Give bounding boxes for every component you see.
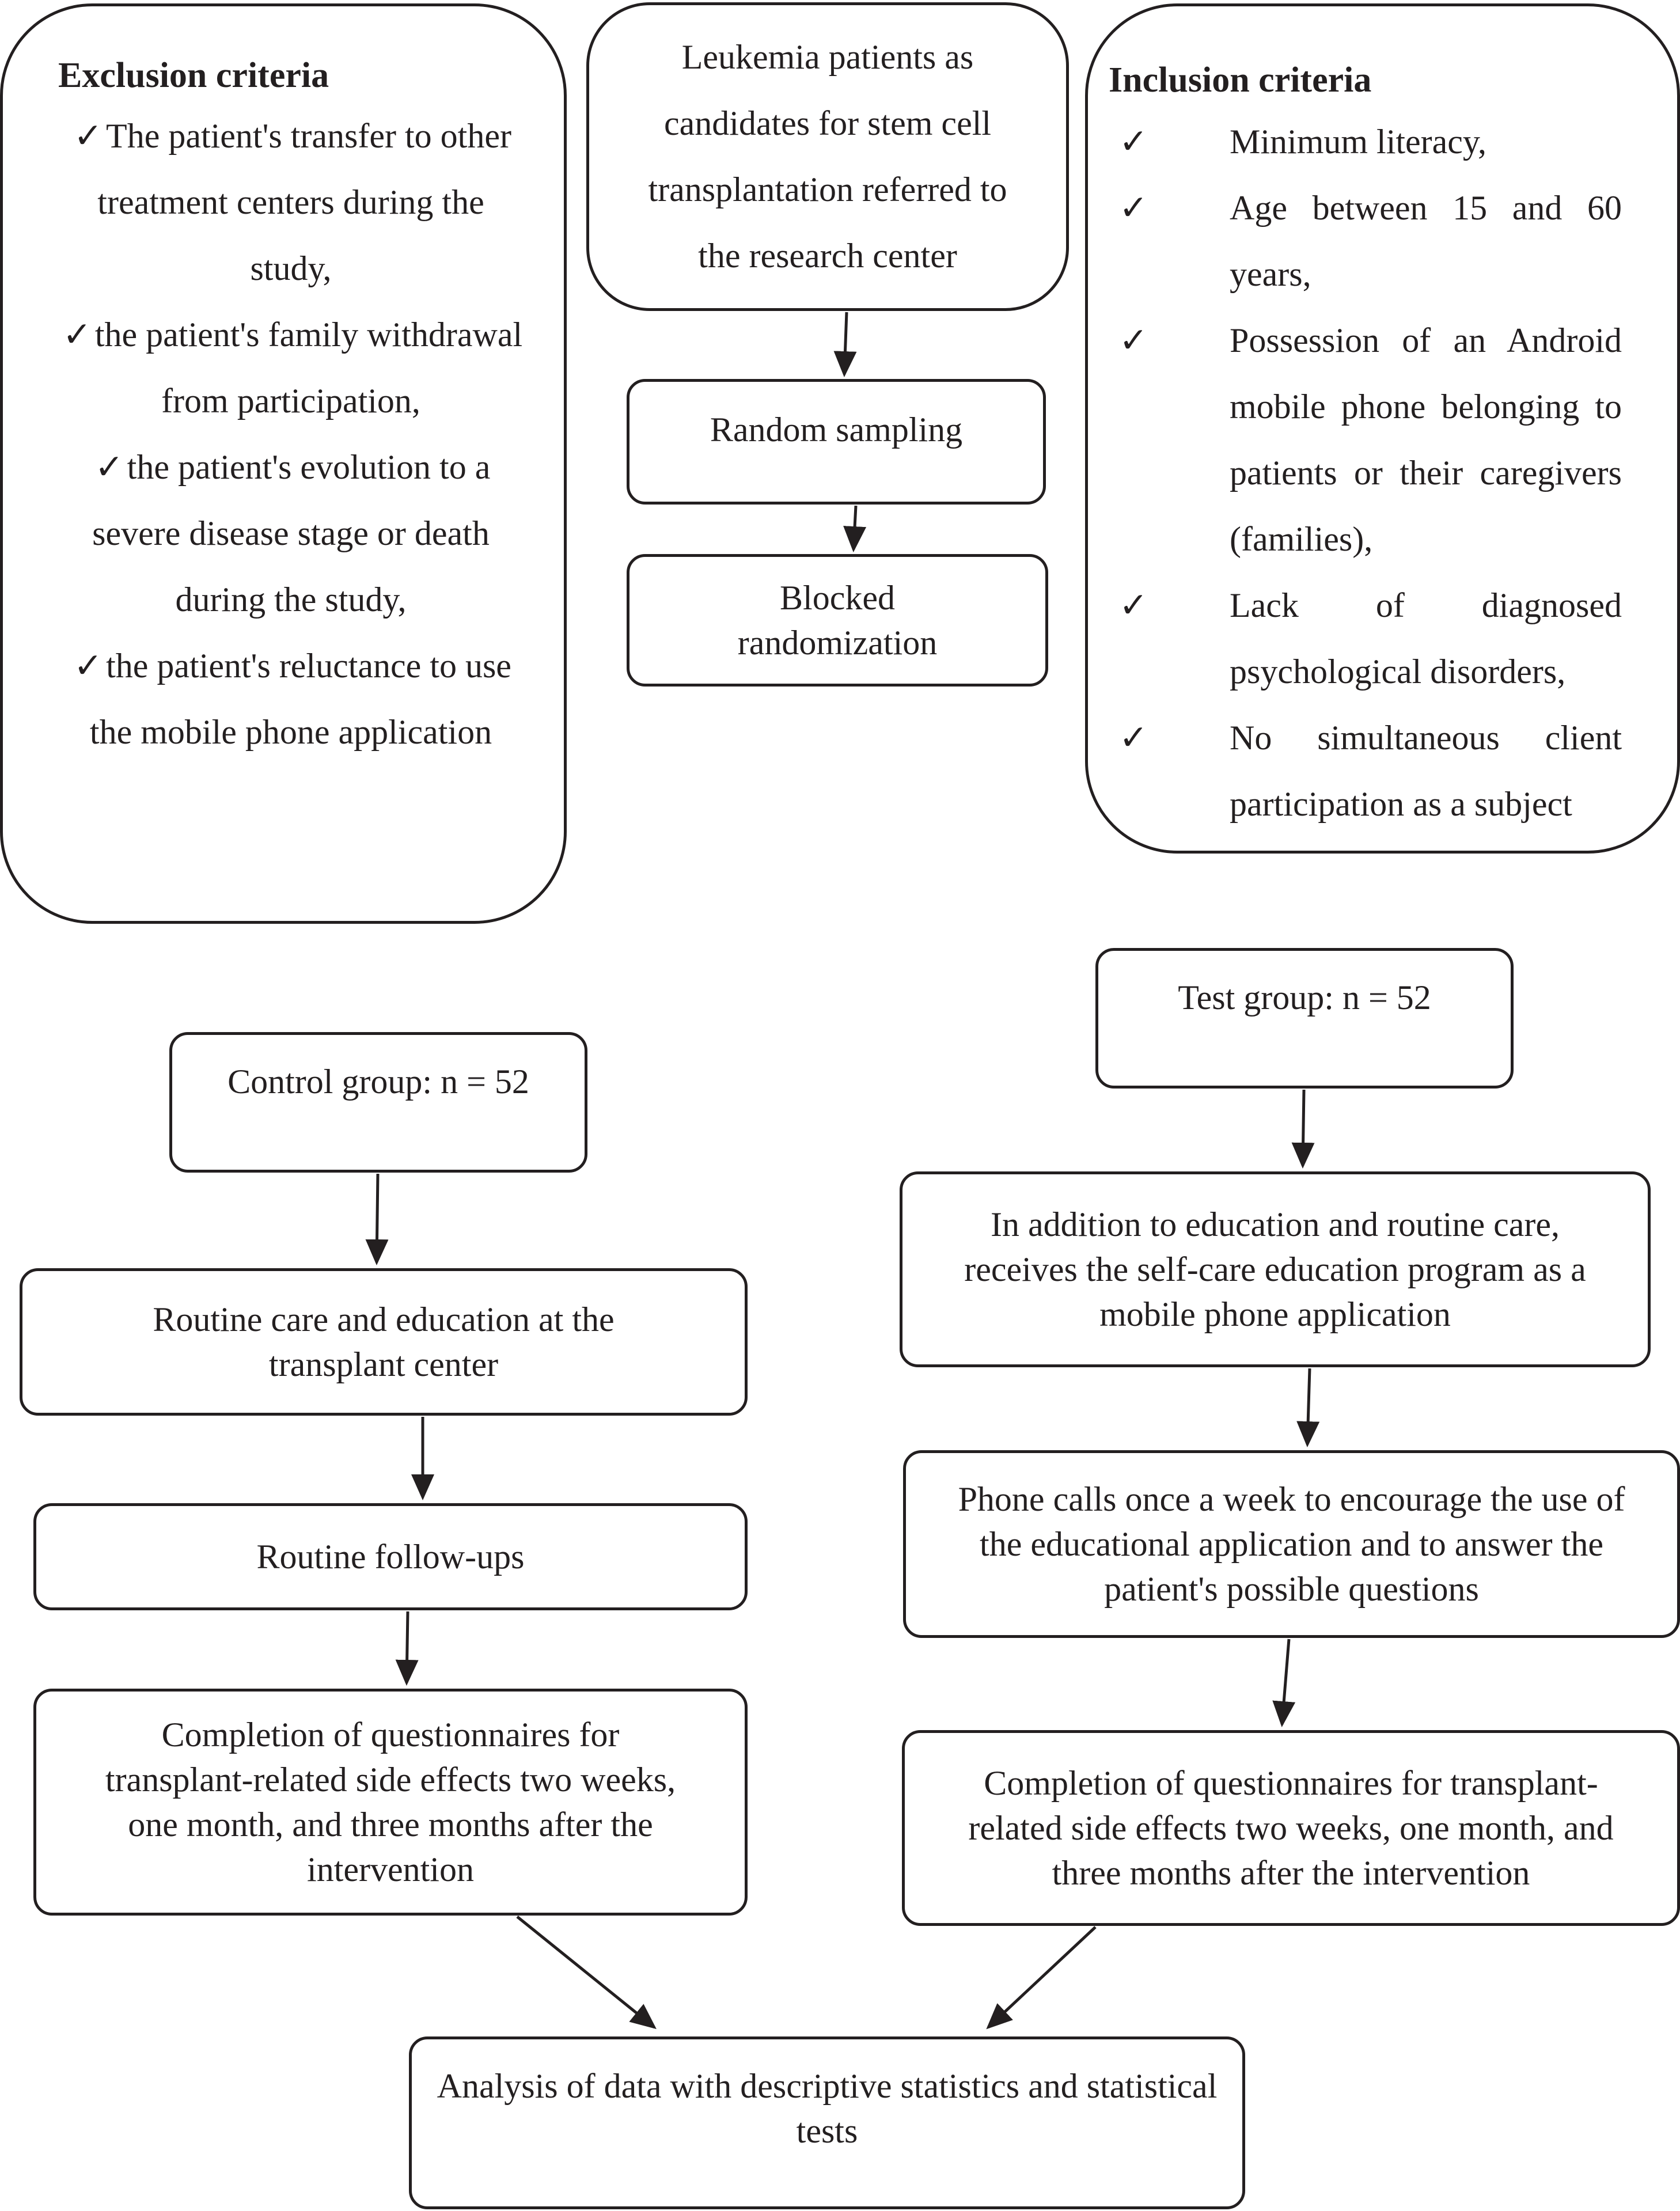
- check-mark-icon: ✓: [62, 316, 92, 354]
- test-education-text: In addition to education and routine car…: [964, 1205, 1586, 1333]
- arrow-test-group-to-education: [1291, 1089, 1315, 1169]
- test-phone-calls-text: Phone calls once a week to encourage the…: [958, 1480, 1625, 1608]
- control-questionnaires-box: Completion of questionnaires for transpl…: [33, 1689, 748, 1916]
- check-mark-icon: ✓: [1119, 321, 1148, 359]
- source-population-box: Leukemia patients as candidates for stem…: [586, 2, 1069, 311]
- check-mark-icon: ✓: [94, 448, 124, 486]
- exclusion-criteria-title: Exclusion criteria: [58, 56, 329, 95]
- analysis-box: Analysis of data with descriptive statis…: [409, 2036, 1245, 2209]
- exclusion-item: ✓the patient's evolution to a severe dis…: [58, 434, 524, 633]
- test-education-box: In addition to education and routine car…: [900, 1171, 1651, 1367]
- blocked-randomization-box: Blocked randomization: [627, 554, 1048, 687]
- control-questionnaires-text: Completion of questionnaires for transpl…: [105, 1716, 676, 1888]
- control-followups-text: Routine follow-ups: [256, 1538, 525, 1576]
- arrow-source-to-sampling: [833, 312, 857, 377]
- control-group-text: Control group: n = 52: [227, 1063, 529, 1101]
- random-sampling-box: Random sampling: [627, 379, 1046, 505]
- control-routine-care-box: Routine care and education at the transp…: [20, 1268, 748, 1416]
- inclusion-criteria-box: Inclusion criteria ✓Minimum literacy, ✓A…: [1085, 3, 1680, 854]
- arrow-followups-to-control-questionnaires: [395, 1611, 419, 1686]
- inclusion-item: ✓No simultaneous client participation as…: [1119, 705, 1622, 837]
- exclusion-item: ✓The patient's transfer to other treatme…: [58, 103, 524, 302]
- test-questionnaires-text: Completion of questionnaires for transpl…: [968, 1764, 1614, 1892]
- test-group-text: Test group: n = 52: [1178, 979, 1431, 1017]
- arrow-control-to-analysis: [516, 1916, 657, 2030]
- check-mark-icon: ✓: [1119, 586, 1148, 624]
- test-questionnaires-box: Completion of questionnaires for transpl…: [902, 1730, 1680, 1926]
- arrow-control-group-to-care: [365, 1173, 389, 1265]
- test-group-box: Test group: n = 52: [1095, 948, 1514, 1089]
- check-mark-icon: ✓: [73, 647, 103, 685]
- exclusion-item: ✓the patient's reluctance to use the mob…: [58, 633, 524, 765]
- check-mark-icon: ✓: [1119, 123, 1148, 161]
- check-mark-icon: ✓: [1119, 719, 1148, 757]
- inclusion-item: ✓Lack of diagnosed psychological disorde…: [1119, 572, 1622, 705]
- exclusion-criteria-box: Exclusion criteria ✓The patient's transf…: [0, 3, 567, 924]
- control-routine-care-text: Routine care and education at the transp…: [153, 1300, 615, 1383]
- analysis-text: Analysis of data with descriptive statis…: [437, 2067, 1218, 2150]
- exclusion-item: ✓the patient's family withdrawal from pa…: [58, 302, 524, 434]
- arrow-phone-calls-to-test-questionnaires: [1272, 1639, 1296, 1727]
- inclusion-item: ✓Minimum literacy,: [1119, 109, 1622, 175]
- blocked-randomization-text: Blocked randomization: [737, 579, 938, 662]
- test-phone-calls-box: Phone calls once a week to encourage the…: [903, 1450, 1680, 1638]
- random-sampling-text: Random sampling: [710, 411, 963, 449]
- check-mark-icon: ✓: [1119, 189, 1148, 227]
- arrow-test-to-analysis: [986, 1926, 1097, 2030]
- check-mark-icon: ✓: [73, 117, 103, 155]
- inclusion-item: ✓Age between 15 and 60 years,: [1119, 175, 1622, 308]
- source-population-text: Leukemia patients as candidates for stem…: [648, 38, 1007, 275]
- inclusion-item: ✓Possession of an Android mobile phone b…: [1119, 308, 1622, 572]
- control-group-box: Control group: n = 52: [169, 1032, 587, 1173]
- control-followups-box: Routine follow-ups: [33, 1503, 748, 1610]
- inclusion-criteria-title: Inclusion criteria: [1109, 60, 1372, 100]
- arrow-education-to-phone-calls: [1296, 1368, 1320, 1447]
- arrow-sampling-to-randomization: [843, 505, 867, 552]
